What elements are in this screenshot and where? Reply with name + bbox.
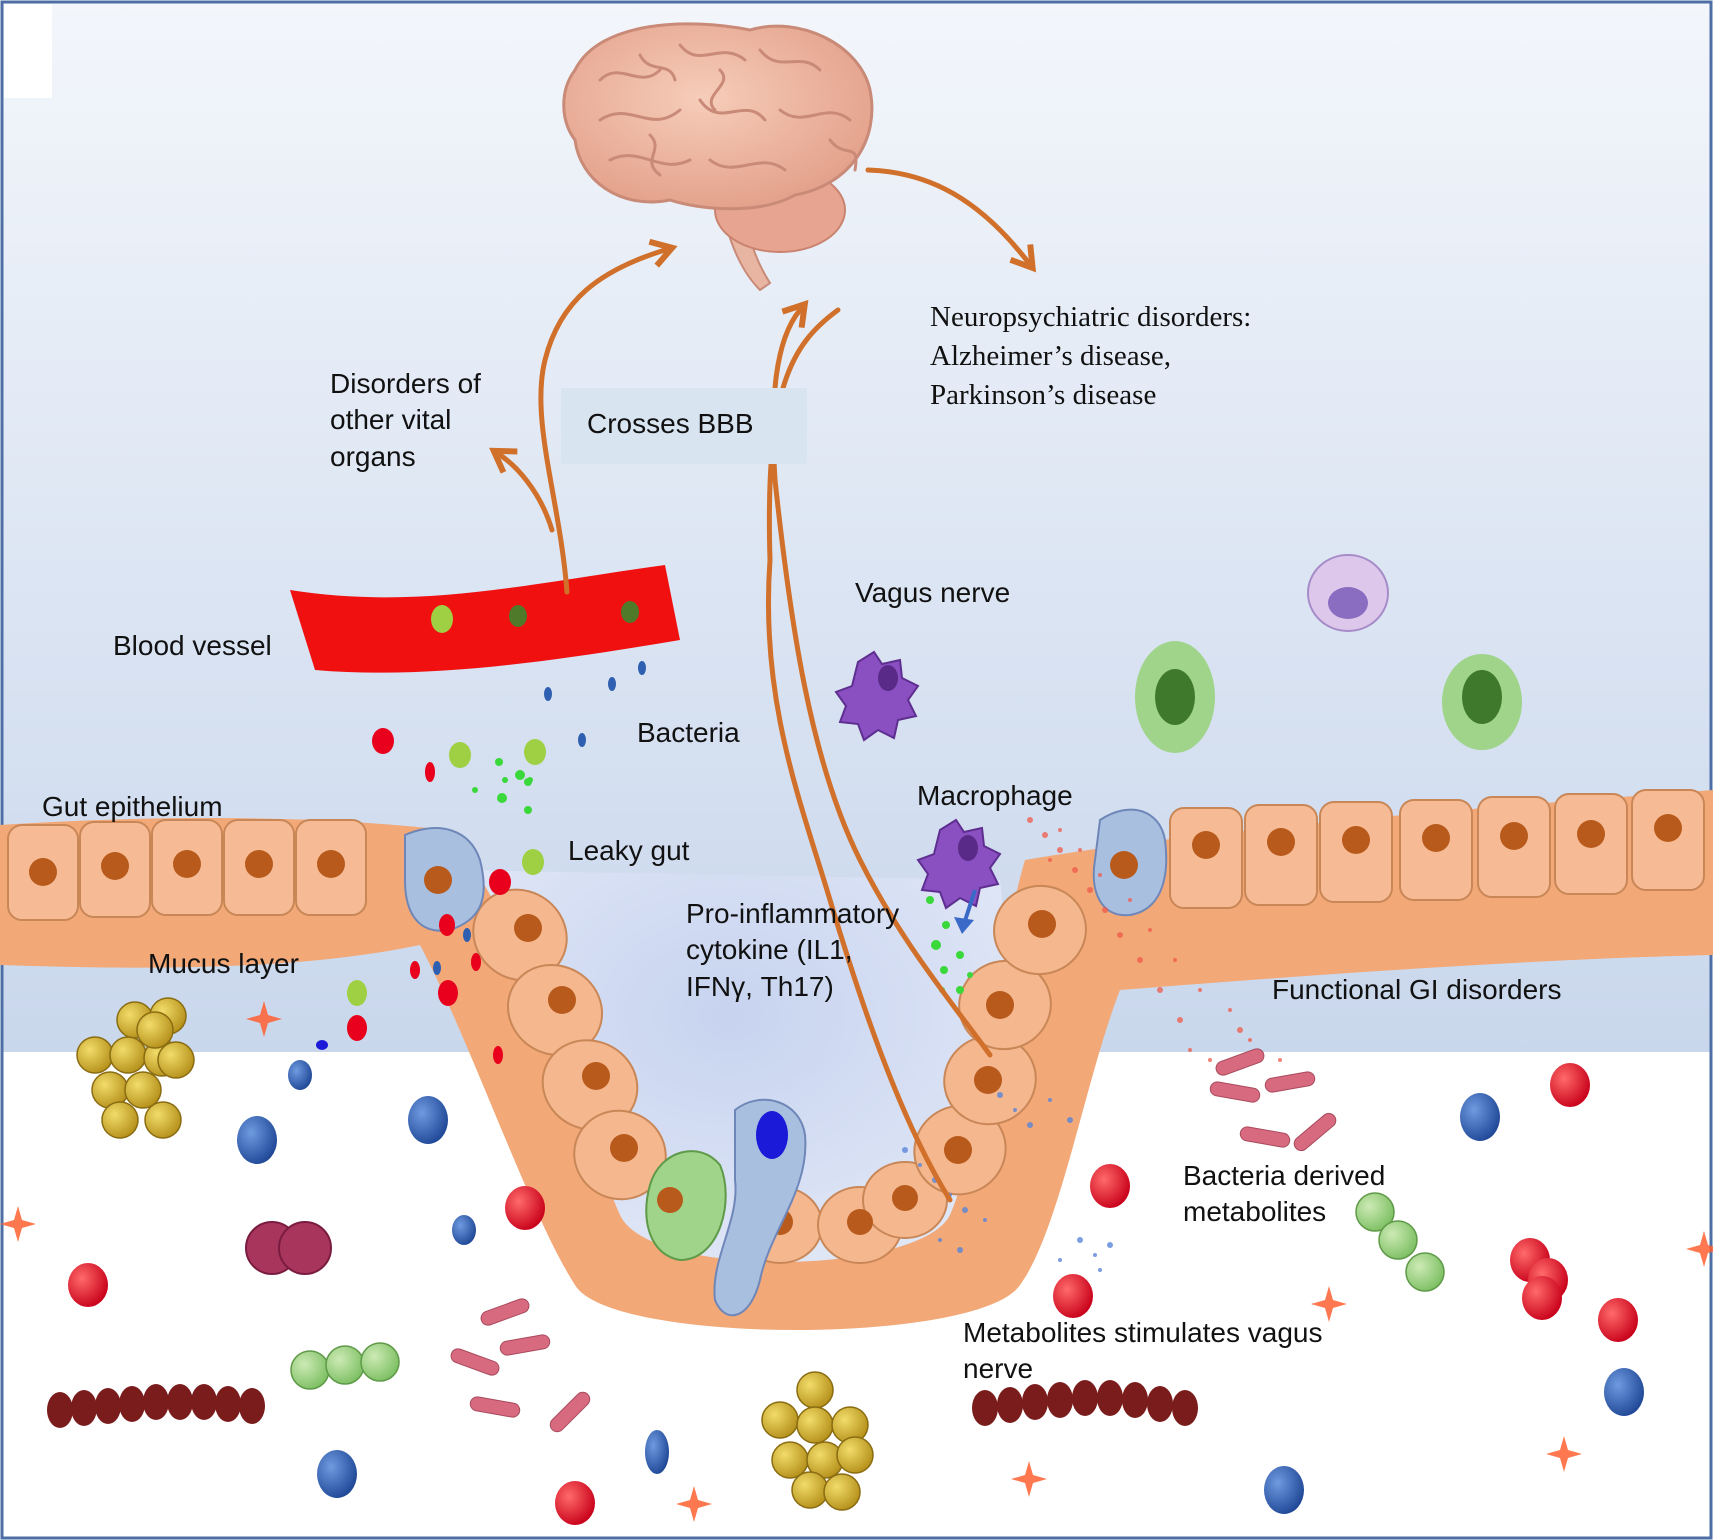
blood-vessel bbox=[290, 565, 680, 673]
left-epithelium-cells bbox=[7, 819, 485, 932]
macrophage-upper-nucleus bbox=[878, 665, 898, 691]
functional-gi-disorders-label: Functional GI disorders bbox=[1272, 974, 1562, 1005]
arrow-blood-to-brain bbox=[538, 238, 678, 595]
crosses-bbb-label: Crosses BBB bbox=[587, 408, 754, 439]
goblet-cell bbox=[645, 1150, 727, 1262]
arrow-brain-to-neuro bbox=[865, 167, 1037, 273]
mucus-layer-label: Mucus layer bbox=[148, 948, 299, 979]
blood-vessel-label: Blood vessel bbox=[113, 630, 272, 661]
green-particles bbox=[472, 758, 973, 994]
neuropsychiatric-disorders-label: Neuropsychiatric disorders: Alzheimer’s … bbox=[930, 301, 1252, 412]
arrow-to-other-organs bbox=[489, 447, 555, 533]
leaking-bacteria bbox=[316, 728, 546, 1064]
bbb-box bbox=[561, 388, 807, 464]
metabolite-speckles bbox=[902, 1092, 1113, 1272]
macrophage-label: Macrophage bbox=[917, 780, 1073, 811]
macrophage-lower bbox=[916, 818, 1002, 910]
macrophage-lower-nucleus bbox=[958, 835, 978, 861]
pro-inflammatory-cytokine-label: Pro-inflammatory cytokine (IL1, IFNγ, Th… bbox=[686, 898, 900, 1002]
inflammation-speckles bbox=[1027, 817, 1282, 1062]
leaking-blue-drops bbox=[544, 661, 646, 747]
lymphocyte-left-nucleus bbox=[1155, 669, 1195, 725]
cytokine-release-arrowhead bbox=[954, 917, 974, 934]
right-epithelium-cells bbox=[1092, 789, 1705, 917]
brain-illustration bbox=[562, 22, 874, 292]
corner-patch bbox=[4, 4, 52, 98]
granulocyte-nucleus bbox=[1328, 587, 1368, 619]
enteroendocrine-cell bbox=[713, 1098, 807, 1317]
enteroendocrine-nucleus bbox=[756, 1111, 788, 1159]
lumen-bacteria bbox=[0, 997, 1713, 1525]
gut-epithelium-label: Gut epithelium bbox=[42, 791, 223, 822]
vagus-nerve-label: Vagus nerve bbox=[855, 577, 1011, 608]
leaky-gut-label: Leaky gut bbox=[568, 835, 690, 866]
bacteria-derived-metabolites-label: Bacteria derived metabolites bbox=[1183, 1160, 1386, 1228]
lymphocyte-right-nucleus bbox=[1462, 670, 1502, 724]
goblet-cell-nucleus bbox=[657, 1187, 683, 1213]
bacteria-label: Bacteria bbox=[637, 717, 740, 748]
other-organs-label: Disorders of other vital organs bbox=[330, 368, 481, 472]
metabolites-stimulate-vagus-label: Metabolites stimulates vagus nerve bbox=[963, 1317, 1323, 1385]
blood-vessel-cells bbox=[431, 601, 639, 633]
